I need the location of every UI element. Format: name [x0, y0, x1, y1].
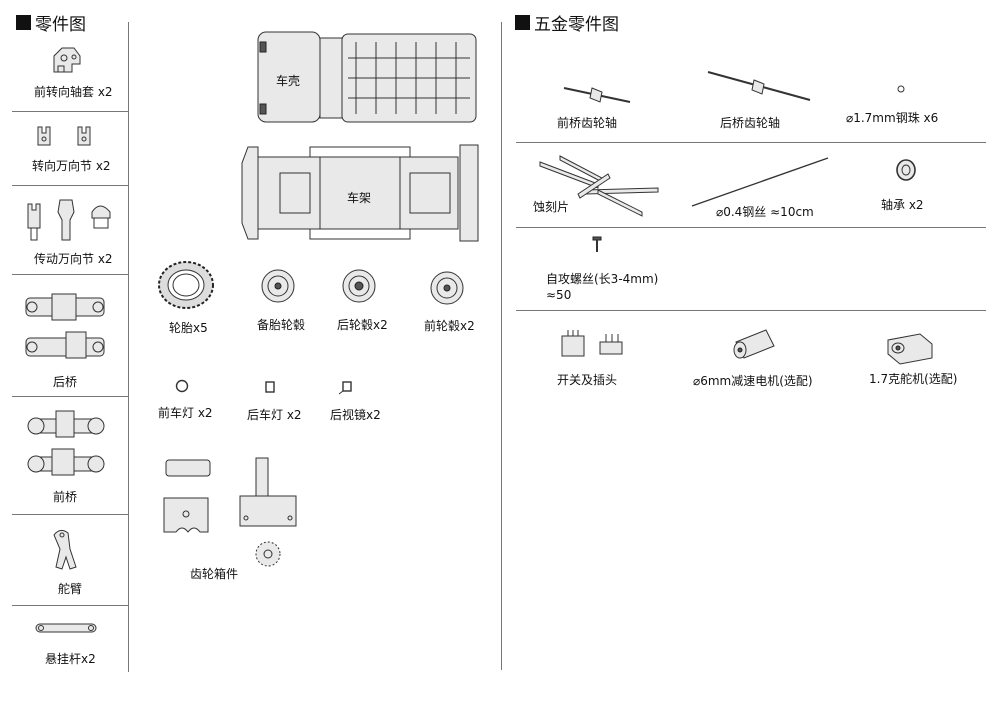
- rear-axle-gear-label: 后桥齿轮轴: [720, 116, 781, 130]
- screw-label-line2: ≈50: [546, 288, 572, 302]
- front-light-label: 前车灯 x2: [158, 406, 213, 420]
- suspension-rod-icon: [35, 623, 97, 633]
- rear-light-label: 后车灯 x2: [247, 408, 302, 422]
- mirror-label: 后视镜x2: [330, 408, 381, 422]
- rear-hub-drawing: [342, 269, 376, 303]
- rear-axle-gear-drawing: [707, 71, 811, 101]
- spare-hub-drawing: [261, 269, 295, 303]
- front-steering-sleeve-icon: [53, 47, 81, 73]
- gearbox-parts-drawing: [163, 457, 297, 567]
- motor-drawing: [733, 329, 775, 359]
- sidebar-separator: [12, 274, 128, 275]
- sidebar-separator: [12, 605, 128, 606]
- motor-label: ⌀6mm减速电机(选配): [693, 374, 813, 388]
- sidebar-item-label: 后桥: [53, 375, 78, 389]
- row-separator: [516, 142, 986, 143]
- front-hub-label: 前轮毂x2: [424, 319, 475, 333]
- screw-label-line1: 自攻螺丝(长3-4mm): [546, 272, 659, 286]
- section-divider: [501, 22, 502, 670]
- front-hub-drawing: [430, 271, 464, 305]
- front-axle-gear-label: 前桥齿轮轴: [557, 116, 618, 130]
- sidebar-item-label: 悬挂杆x2: [45, 652, 96, 666]
- sidebar-item-label: 传动万向节 x2: [34, 252, 113, 266]
- sidebar-separator: [12, 185, 128, 186]
- hardware-parts-header: 五金零件图: [515, 10, 619, 35]
- tire-label: 轮胎x5: [169, 321, 208, 335]
- spare-hub-label: 备胎轮毂: [257, 318, 306, 332]
- steering-knuckle-icon: [37, 126, 91, 146]
- header-square-icon: [515, 15, 530, 30]
- front-axle-icon: [27, 410, 105, 476]
- car-frame-label: 车架: [347, 191, 372, 205]
- header-square-icon: [16, 15, 31, 30]
- parts-diagram-header: 零件图: [16, 10, 86, 35]
- sidebar-separator: [12, 514, 128, 515]
- servo-drawing: [887, 333, 933, 365]
- front-axle-gear-drawing: [563, 87, 631, 103]
- parts-diagram-title: 零件图: [35, 15, 86, 35]
- rear-hub-label: 后轮毂x2: [337, 318, 388, 332]
- sidebar-item-label: 舵臂: [58, 582, 83, 596]
- steel-wire-drawing: [691, 157, 829, 207]
- car-shell-label: 车壳: [276, 74, 301, 88]
- etched-sheet-drawing: [539, 155, 659, 217]
- sidebar-separator: [12, 396, 128, 397]
- gearbox-label: 齿轮箱件: [190, 567, 239, 581]
- switch-plug-drawing: [561, 330, 623, 357]
- car-frame-drawing: [241, 144, 479, 242]
- sidebar-item-label: 转向万向节 x2: [32, 159, 111, 173]
- tire-drawing: [158, 261, 214, 309]
- servo-label: 1.7克舵机(选配): [869, 372, 958, 386]
- sidebar-item-label: 前转向轴套 x2: [34, 85, 113, 99]
- servo-arm-icon: [53, 529, 77, 570]
- sidebar-separator: [12, 111, 128, 112]
- steel-wire-label: ⌀0.4钢丝 ≈10cm: [716, 205, 814, 219]
- switch-plug-label: 开关及插头: [557, 373, 618, 387]
- steel-ball-label: ⌀1.7mm钢珠 x6: [846, 111, 939, 125]
- sidebar-divider: [128, 22, 129, 672]
- sidebar-item-label: 前桥: [53, 490, 78, 504]
- row-separator: [516, 310, 986, 311]
- front-light-drawing: [175, 379, 189, 393]
- mirror-drawing: [338, 381, 352, 395]
- etched-sheet-label: 蚀刻片: [533, 200, 570, 214]
- rear-light-drawing: [265, 381, 275, 393]
- screw-drawing: [592, 236, 602, 252]
- row-separator: [516, 227, 986, 228]
- steel-ball-drawing: [897, 85, 905, 93]
- rear-axle-icon: [25, 293, 105, 359]
- car-shell-drawing: [257, 31, 477, 123]
- bearing-label: 轴承 x2: [881, 198, 924, 212]
- drive-cv-joint-icon: [27, 199, 111, 241]
- hardware-parts-title: 五金零件图: [534, 15, 619, 35]
- bearing-drawing: [896, 159, 916, 181]
